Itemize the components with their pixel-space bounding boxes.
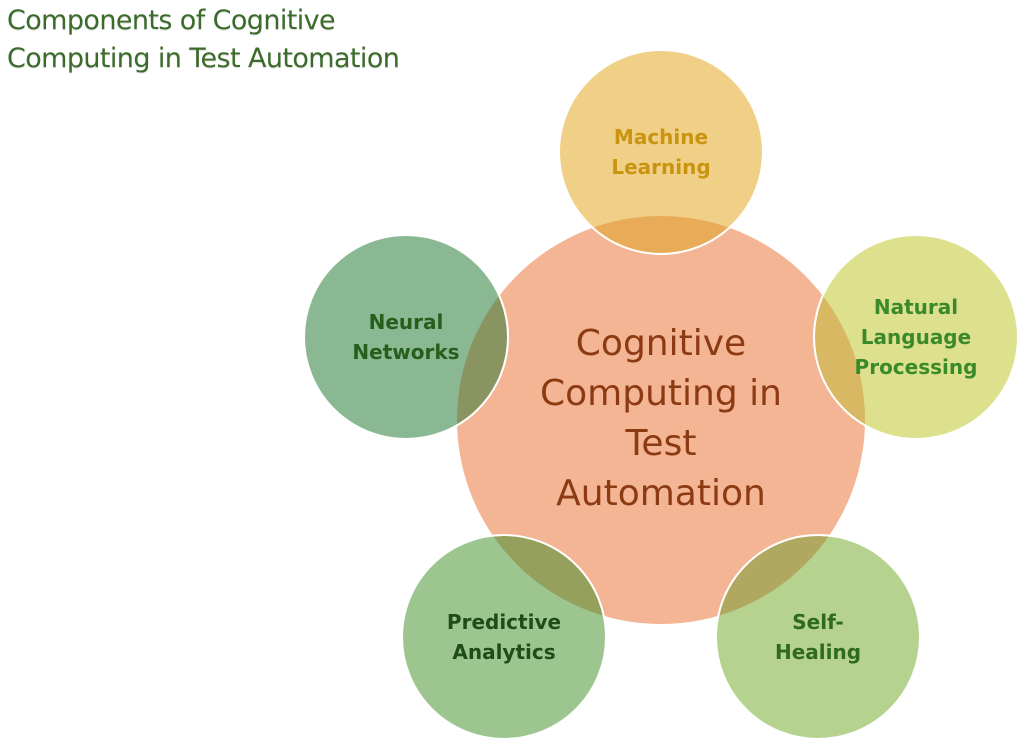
- predictive-analytics-overlap: [457, 535, 606, 624]
- natural-language-processing-label-line: Language: [861, 325, 971, 349]
- natural-language-processing-label-line: Processing: [855, 355, 978, 379]
- self-healing-label-line: Self-: [792, 610, 843, 634]
- machine-learning-circle: [559, 50, 763, 254]
- neural-networks-label-line: Neural: [369, 310, 444, 334]
- neural-networks-outline: [303, 234, 509, 440]
- center-label-line: Automation: [556, 473, 766, 514]
- self-healing-label: Self- Healing: [775, 610, 861, 664]
- neural-networks-circle: [304, 235, 508, 439]
- natural-language-processing-circle: [814, 235, 1018, 439]
- center-circle: [457, 216, 865, 624]
- self-healing-label-line: Healing: [775, 640, 861, 664]
- center-label-line: Computing in: [540, 373, 782, 414]
- title-line-2: Computing in Test Automation: [7, 43, 400, 74]
- predictive-analytics-label-line: Analytics: [452, 640, 555, 664]
- machine-learning-label-line: Machine: [614, 125, 708, 149]
- natural-language-processing-label-line: Natural: [874, 295, 958, 319]
- neural-networks-label-line: Networks: [352, 340, 459, 364]
- natural-language-processing-outline: [813, 234, 1019, 440]
- self-healing-overlap: [716, 535, 865, 624]
- title-line-1: Components of Cognitive: [7, 5, 336, 36]
- self-healing-outline: [715, 534, 921, 740]
- machine-learning-label-line: Learning: [611, 155, 710, 179]
- page-title: Components of Cognitive Computing in Tes…: [7, 2, 400, 78]
- center-label-line: Cognitive: [576, 323, 746, 364]
- predictive-analytics-label-line: Predictive: [447, 610, 561, 634]
- center-label-line: Test: [625, 423, 697, 464]
- machine-learning-outline: [558, 49, 764, 255]
- predictive-analytics-outline: [401, 534, 607, 740]
